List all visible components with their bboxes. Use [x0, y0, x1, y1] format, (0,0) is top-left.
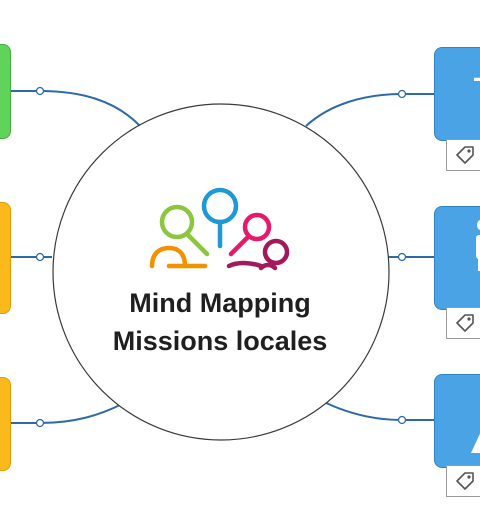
connector-handle [35, 86, 45, 96]
topic-node-right-bottom[interactable] [434, 374, 480, 468]
connector-bottom-left [10, 403, 123, 424]
people-search-logo [149, 187, 290, 271]
topic-node-right-top[interactable]: + [434, 47, 480, 141]
tag-icon [456, 314, 474, 332]
tag-icon [456, 146, 474, 164]
central-topic-title-line1: Mind Mapping [129, 288, 311, 318]
tag-box-right-bottom[interactable] [446, 465, 480, 497]
topic-node-right-middle[interactable] [434, 206, 480, 310]
central-topic-title-line2: Missions locales [112, 326, 328, 356]
connector-top-left [10, 90, 141, 127]
topic-node-left-bottom[interactable] [0, 377, 11, 471]
connector-handle [35, 252, 45, 262]
topic-node-left-middle[interactable] [0, 202, 11, 314]
connector-bottom-right [323, 401, 434, 421]
connector-handle [397, 252, 407, 262]
connector-handle [397, 415, 407, 425]
tag-icon [456, 472, 474, 490]
connector-top-right [305, 93, 434, 127]
tag-box-right-middle[interactable] [446, 307, 480, 339]
figure-icon [471, 433, 480, 453]
connector-handle [397, 89, 407, 99]
person-icon: + [471, 62, 480, 95]
topic-node-left-top[interactable] [0, 44, 11, 139]
person-icon [476, 219, 480, 271]
connector-handle [35, 418, 45, 428]
central-topic-circle [52, 103, 390, 441]
tag-box-right-top[interactable] [446, 139, 480, 171]
